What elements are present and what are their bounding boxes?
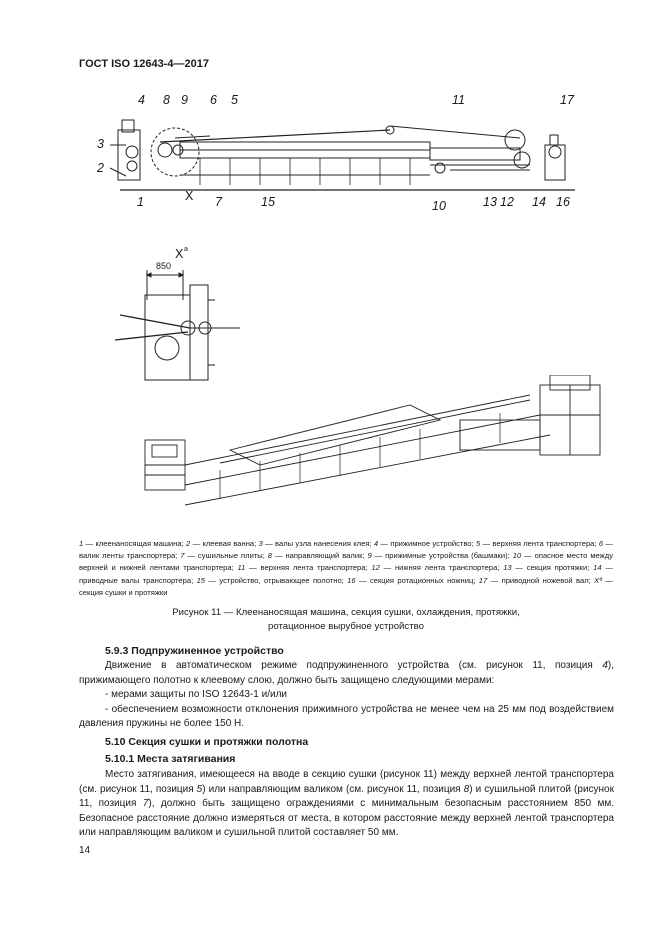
label-8: 8 [163,93,170,107]
label-X: X [185,189,194,203]
detail-x-drawing: X a 850 [114,246,240,381]
legend-item: 6 — валик ленты транспортера; [79,539,613,561]
legend-item: 2 — клеевая ванна; [186,539,259,548]
legend-item: 16 — секция ротационных ножниц; [347,575,479,585]
legend-item: 15 — устройство, отрывающее полотно; [196,575,348,585]
section-5101-body: Место затягивания, имеющееся на вводе в … [79,769,614,839]
label-7: 7 [215,195,223,209]
machine-isometric-drawing [144,375,601,506]
label-16: 16 [556,195,570,209]
legend-item: 1 — клеенаносящая машина; [79,539,187,548]
label-15: 15 [261,195,275,209]
section-593-body: Движение в автоматическом режиме подпруж… [79,660,614,730]
machine-schematic-drawing: 4 8 9 6 5 11 17 3 2 1 X 7 15 10 13 12 14… [96,93,575,213]
legend-item: 14 — приводные валы транспортера; [79,563,613,585]
legend-item: 5 — верхняя лента транспортера; [475,539,599,548]
label-11: 11 [452,93,465,107]
legend-item: 13 — секция протяжки; [503,563,594,573]
label-10: 10 [432,199,446,213]
legend-item: 3 — валы узла нанесения клея; [258,539,374,548]
section-593-heading: 5.9.3 Подпружиненное устройство [105,645,284,657]
figure-caption: Рисунок 11 — Клеенаносящая машина, секци… [172,607,520,632]
figure-legend: 1 — клеенаносящая машина; 2 — клеевая ва… [79,538,613,599]
label-13: 13 [483,195,497,209]
legend-item: 17 — приводной ножевой вал; [478,575,595,585]
dimension-label: 850 [156,261,171,271]
legend-item: 12 — нижняя лента транспортера; [371,563,504,573]
legend-item: 4 — прижимное устройство; [373,539,476,548]
legend-item: Xª — секция сушки и протяжки [79,575,613,597]
legend-item: 11 — верхняя лента транспортера; [237,563,372,573]
document-header: ГОСТ ISO 12643-4—2017 [79,58,209,70]
section-510-heading: 5.10 Секция сушки и протяжки полотна [105,736,309,748]
label-17: 17 [560,93,575,107]
label-1: 1 [137,195,144,209]
label-3: 3 [97,137,104,151]
label-4: 4 [138,93,145,107]
label-12: 12 [500,195,514,209]
label-2: 2 [96,161,104,175]
detail-superscript: a [184,246,188,253]
label-5: 5 [231,93,238,107]
detail-label: X [175,247,184,261]
label-9: 9 [181,93,188,107]
legend-item: 9 — прижимные устройства (башмаки); [367,551,513,561]
section-5101-heading: 5.10.1 Места затягивания [105,753,236,765]
legend-item: 7 — сушильные плиты; [180,551,268,561]
page-number: 14 [79,845,91,856]
legend-item: 8 — направляющий валик; [267,551,368,561]
label-14: 14 [532,195,546,209]
label-6: 6 [210,93,217,107]
legend-item: 10 — опасное место между верхней и нижне… [79,551,613,573]
